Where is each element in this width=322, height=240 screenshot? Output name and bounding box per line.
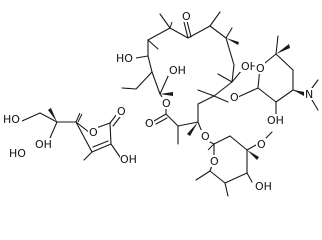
- label-oh-2: OH: [120, 153, 137, 166]
- label-o-ring-ascorbic: O: [89, 126, 98, 139]
- label-o-glycosidic-1: O: [230, 91, 239, 104]
- label-ho-2: HO: [9, 147, 26, 160]
- structure-drawing: HO OH HO OH O O O HO OH OH O O O O OH N: [2, 10, 319, 197]
- label-ho-1: HO: [3, 113, 20, 126]
- label-o-ketone: O: [182, 10, 191, 23]
- label-oh-macrolide-1: OH: [169, 64, 186, 77]
- label-o-lactone-carbonyl: O: [145, 117, 154, 130]
- label-o-methoxy: O: [257, 138, 266, 151]
- macrolide-ring-bonds: [121, 11, 243, 145]
- label-n-dimethylamino: N: [305, 88, 313, 101]
- molecular-structure: HO OH HO OH O O O HO OH OH O O O O OH N: [2, 10, 319, 197]
- label-ho-macrolide: HO: [116, 52, 133, 65]
- label-oh-1: OH: [35, 138, 52, 151]
- label-o-cladinose-ring: O: [210, 155, 219, 168]
- label-o-carbonyl-ascorbic: O: [117, 105, 126, 118]
- stereo-wedges: [48, 21, 305, 160]
- label-o-glycosidic-2: O: [201, 130, 210, 143]
- label-oh-macrolide-2: OH: [241, 60, 258, 73]
- label-oh-cladinose: OH: [255, 180, 272, 193]
- ascorbic-acid-bonds: [21, 112, 121, 161]
- label-o-lactone-ring: O: [162, 97, 171, 110]
- label-o-desosamine-ring: O: [256, 62, 265, 75]
- label-oh-desosamine: OH: [267, 114, 284, 127]
- atom-labels: HO OH HO OH O O O HO OH OH O O O O OH N: [2, 10, 314, 193]
- desosamine-bonds: [237, 35, 319, 117]
